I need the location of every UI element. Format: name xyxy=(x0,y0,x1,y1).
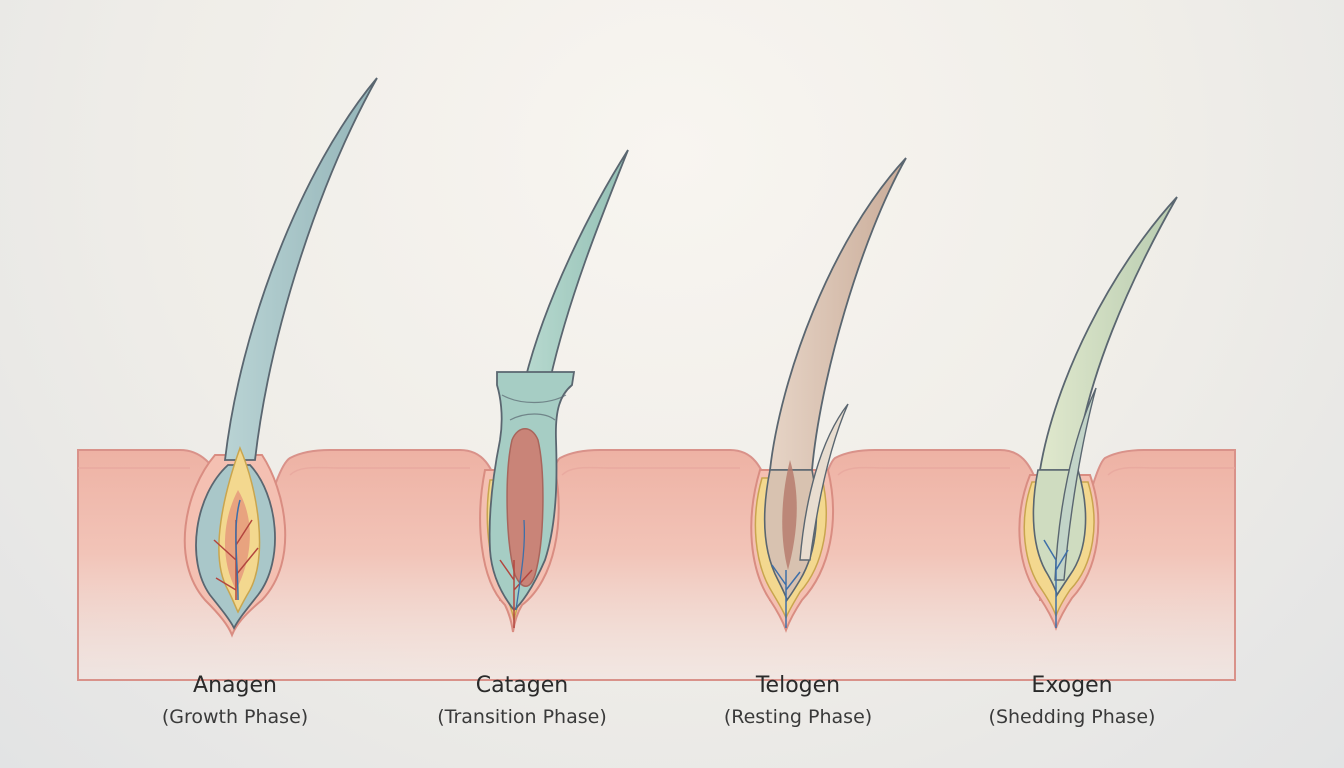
exogen-subtitle: (Shedding Phase) xyxy=(952,704,1192,730)
anagen-label: Anagen (Growth Phase) xyxy=(115,672,355,730)
telogen-subtitle: (Resting Phase) xyxy=(678,704,918,730)
anagen-hair-shaft xyxy=(225,78,377,460)
telogen-label: Telogen (Resting Phase) xyxy=(678,672,918,730)
exogen-title: Exogen xyxy=(952,672,1192,700)
catagen-label: Catagen (Transition Phase) xyxy=(402,672,642,730)
exogen-label: Exogen (Shedding Phase) xyxy=(952,672,1192,730)
anagen-title: Anagen xyxy=(115,672,355,700)
anagen-subtitle: (Growth Phase) xyxy=(115,704,355,730)
catagen-title: Catagen xyxy=(402,672,642,700)
catagen-subtitle: (Transition Phase) xyxy=(402,704,642,730)
catagen-club xyxy=(507,429,543,587)
catagen-hair-shaft xyxy=(525,150,628,380)
telogen-title: Telogen xyxy=(678,672,918,700)
exogen-hair-shaft xyxy=(1040,197,1177,470)
